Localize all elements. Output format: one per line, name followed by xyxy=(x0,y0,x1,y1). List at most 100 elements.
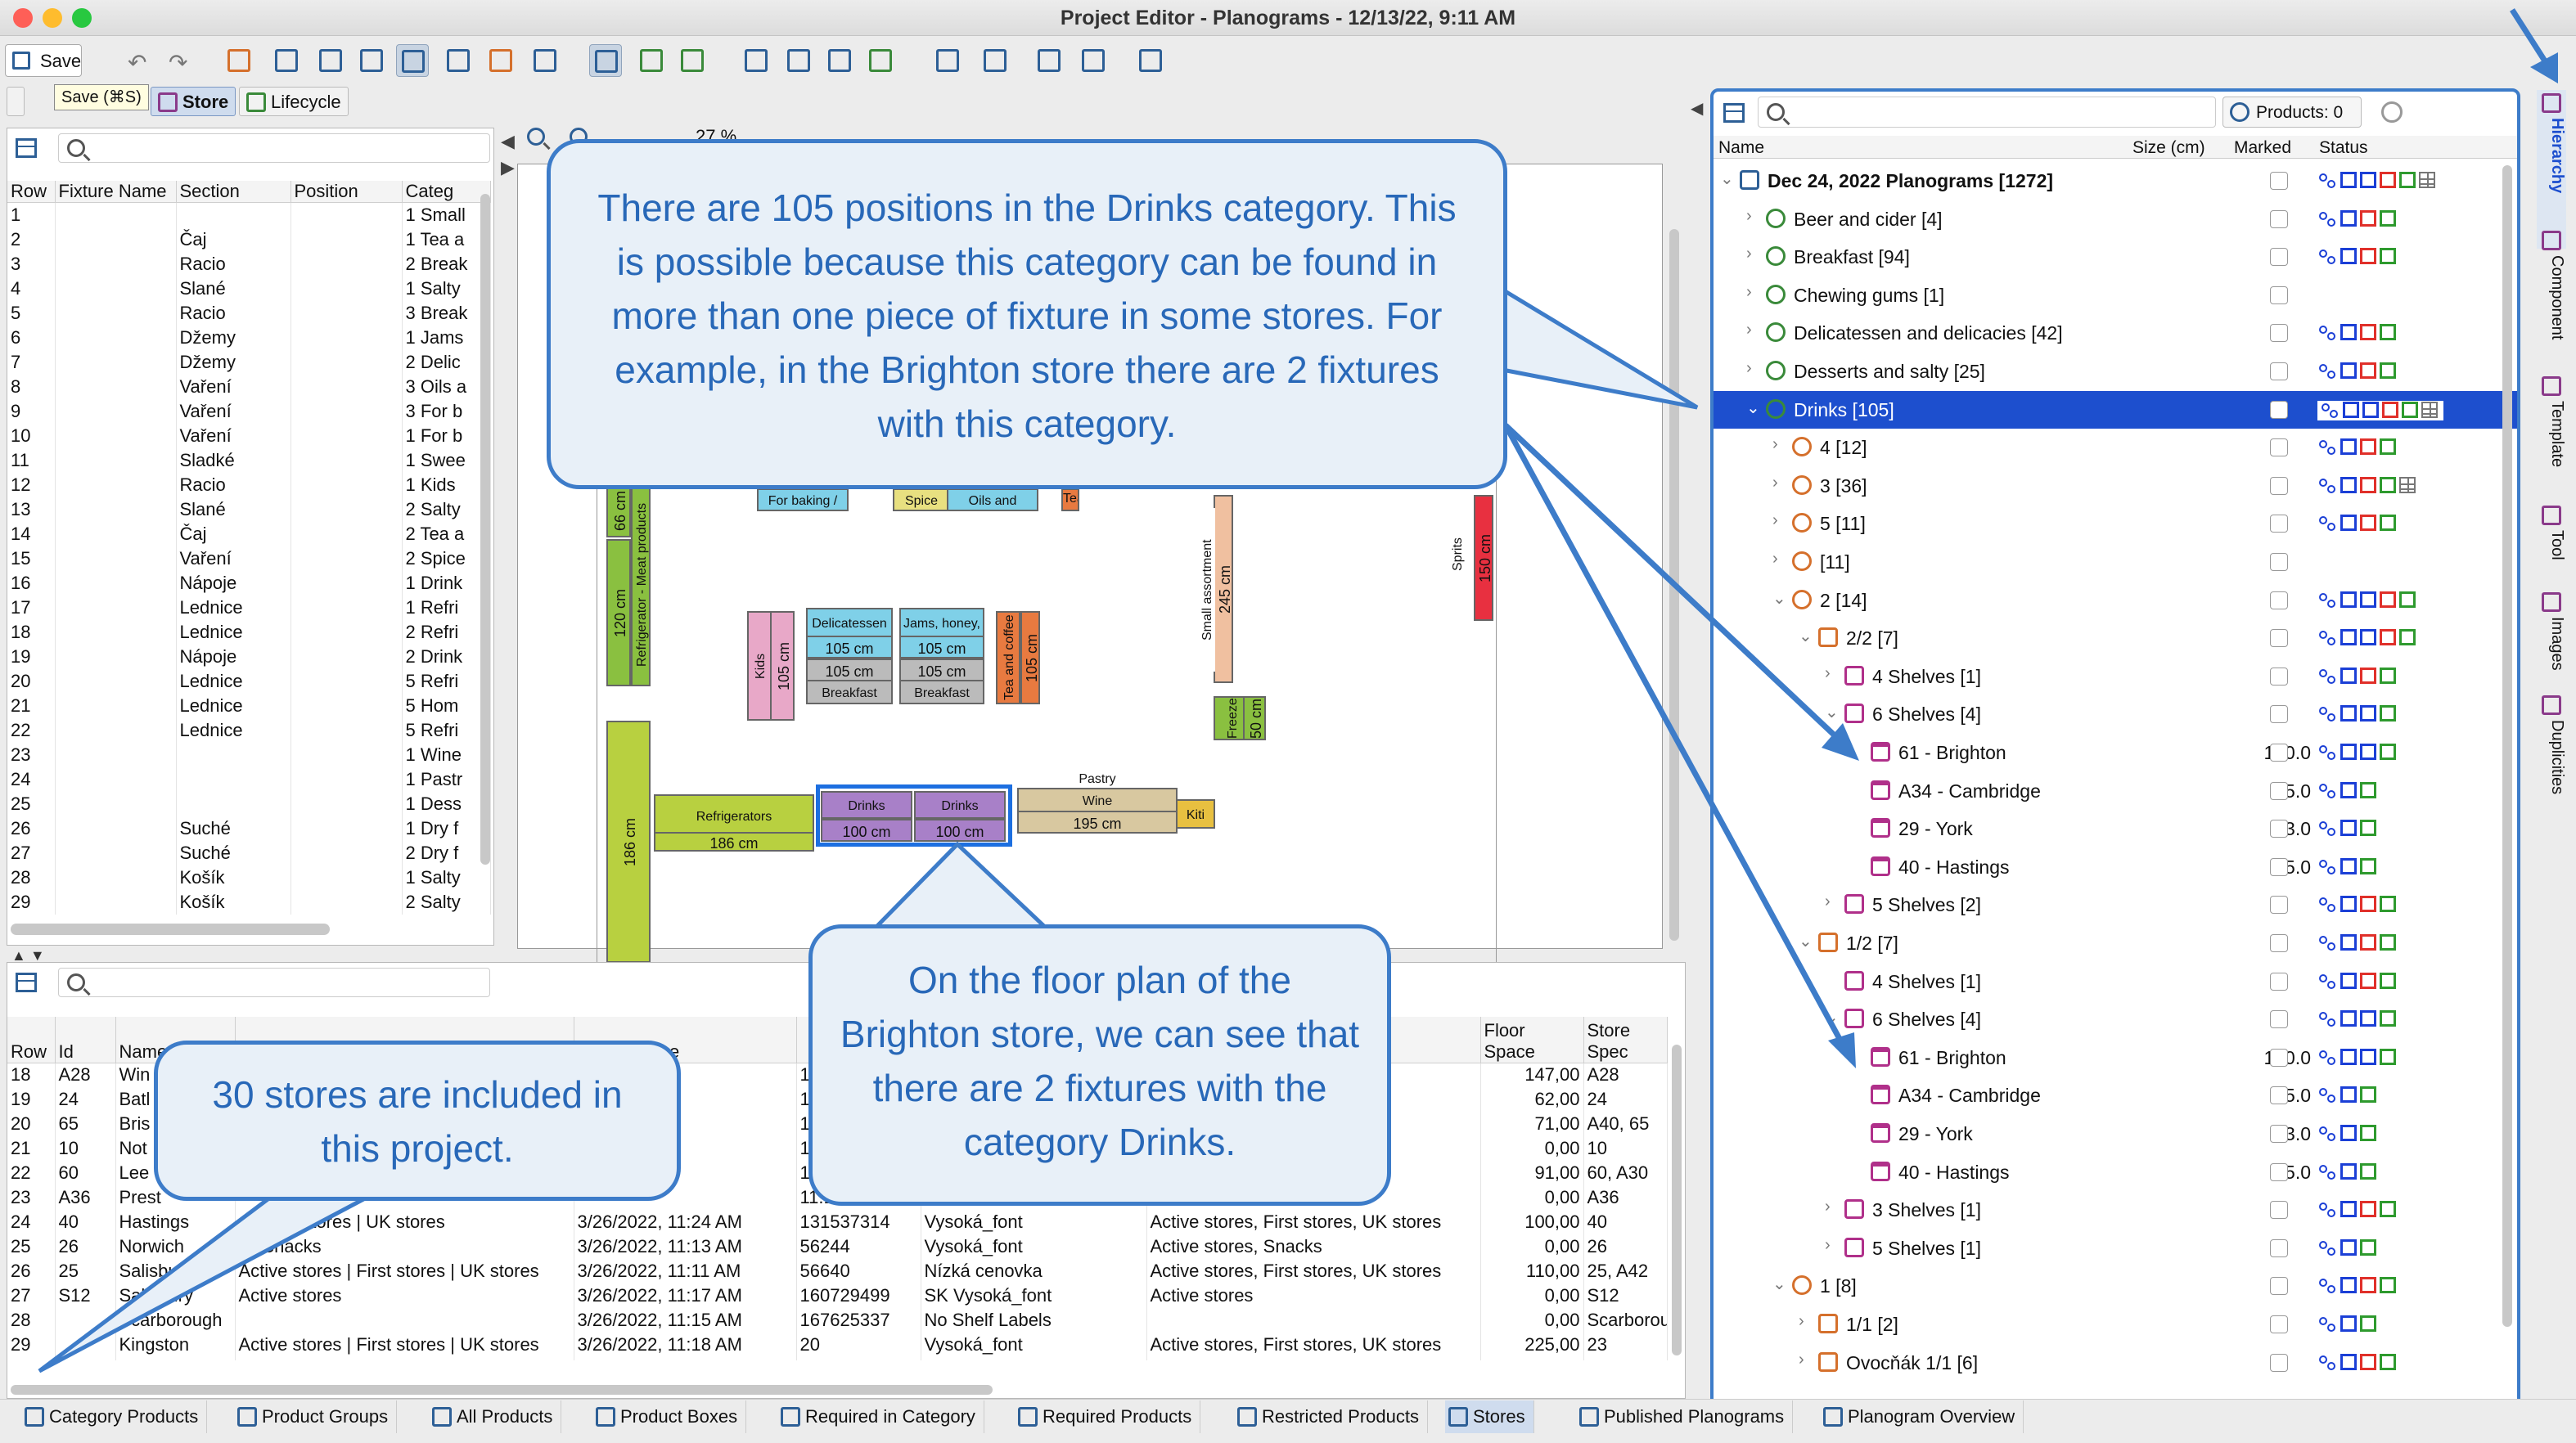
undo-button[interactable]: ↶ xyxy=(123,44,155,77)
marked-checkbox[interactable] xyxy=(2270,744,2288,762)
tree-row[interactable]: ›Desserts and salty [25] xyxy=(1714,353,2517,390)
xml-button[interactable] xyxy=(1033,44,1065,77)
expand-chevron-icon[interactable]: › xyxy=(1746,321,1752,339)
ruler-button[interactable] xyxy=(396,44,429,77)
tree-row[interactable]: ›Delicatessen and delicacies [42] xyxy=(1714,314,2517,352)
marked-checkbox[interactable] xyxy=(2270,248,2288,267)
tree-row[interactable]: ›4 [12] xyxy=(1714,429,2517,466)
zoom-in-icon[interactable] xyxy=(524,124,553,154)
marked-checkbox[interactable] xyxy=(2270,934,2288,952)
tree-row[interactable]: ⌄6 Shelves [4] xyxy=(1714,1000,2517,1038)
marked-checkbox[interactable] xyxy=(2270,438,2288,457)
tree-row[interactable]: ›3 [36] xyxy=(1714,467,2517,505)
collapse-chevron-icon[interactable]: ⌄ xyxy=(1825,704,1839,722)
fixture-tea[interactable]: Tea xyxy=(1061,488,1079,511)
marked-checkbox[interactable] xyxy=(2270,515,2288,533)
tree-row[interactable]: ›3 Shelves [1] xyxy=(1714,1191,2517,1229)
grid-button[interactable] xyxy=(442,44,475,77)
bottom-tab-restricted-products[interactable]: Restricted Products xyxy=(1234,1400,1428,1433)
chart-button[interactable] xyxy=(635,44,668,77)
bottom-tab-category-products[interactable]: Category Products xyxy=(21,1400,208,1433)
collapse-chevron-icon[interactable]: ⌄ xyxy=(1746,398,1760,417)
hierarchy-search-input[interactable] xyxy=(1758,97,2216,128)
vertical-scrollbar[interactable] xyxy=(1672,1045,1682,1355)
fixture-s105e[interactable]: 105 cm xyxy=(899,659,984,681)
column-header[interactable]: Categ xyxy=(402,181,491,203)
fixture-drinks1[interactable]: Drinks xyxy=(821,791,912,819)
vertical-scrollbar[interactable] xyxy=(2502,165,2512,1327)
column-header[interactable]: Position xyxy=(290,181,403,203)
table-row[interactable]: 3020LincolnActive stores | Snacks3/26/20… xyxy=(7,1357,1668,1360)
column-header[interactable]: Row xyxy=(7,181,56,203)
expand-icon[interactable]: ▶ xyxy=(501,157,515,178)
collapse-chevron-icon[interactable]: ⌄ xyxy=(1720,170,1734,188)
table-button[interactable] xyxy=(740,44,772,77)
collapse-chevron-icon[interactable]: ⌄ xyxy=(1799,933,1813,951)
fixture-s100b[interactable]: 100 cm xyxy=(914,819,1006,842)
marked-checkbox[interactable] xyxy=(2270,285,2288,304)
tree-row[interactable]: ›[11] xyxy=(1714,543,2517,581)
marked-checkbox[interactable] xyxy=(2270,1201,2288,1220)
table-view-icon[interactable] xyxy=(16,973,37,992)
fixture-s105b[interactable]: 105 cm xyxy=(806,636,893,659)
marked-checkbox[interactable] xyxy=(2270,857,2288,876)
outline-button[interactable] xyxy=(529,44,561,77)
expand-chevron-icon[interactable]: › xyxy=(1746,245,1752,263)
fixture-jams[interactable]: Jams, honey, sweet creams xyxy=(899,608,984,637)
pen-button[interactable] xyxy=(979,44,1011,77)
redo-button[interactable]: ↷ xyxy=(164,44,196,77)
fixture-oils[interactable]: Oils and vinegars xyxy=(947,488,1038,511)
svg-button[interactable] xyxy=(1077,44,1110,77)
bottom-tab-required-in-category[interactable]: Required in Category xyxy=(777,1400,984,1433)
marked-checkbox[interactable] xyxy=(2270,324,2288,343)
fixture-s186h[interactable]: 186 cm xyxy=(654,832,814,852)
fixture-kiosk[interactable]: Kiti Stand xyxy=(1176,799,1215,829)
marked-checkbox[interactable] xyxy=(2270,667,2288,686)
fixture-breakfast2[interactable]: Breakfast xyxy=(899,680,984,704)
side-tab-hierarchy[interactable]: Hierarchy xyxy=(2537,90,2566,249)
fixture-drinks2[interactable]: Drinks xyxy=(914,791,1006,819)
dimension-button[interactable] xyxy=(484,44,517,77)
stores-search-input[interactable] xyxy=(58,968,490,997)
marked-checkbox[interactable] xyxy=(2270,1238,2288,1257)
marked-checkbox[interactable] xyxy=(2270,172,2288,190)
expand-chevron-icon[interactable]: › xyxy=(1772,550,1778,568)
list-button[interactable] xyxy=(270,44,303,77)
marked-checkbox[interactable] xyxy=(2270,400,2288,419)
collapse-chevron-icon[interactable]: ⌄ xyxy=(1799,627,1813,646)
fixtures-search-input[interactable] xyxy=(58,133,490,163)
tree-row[interactable]: ›5 Shelves [1] xyxy=(1714,1229,2517,1267)
fixture-baking[interactable]: For baking / cooking xyxy=(757,488,849,511)
expand-chevron-icon[interactable]: › xyxy=(1746,282,1752,301)
tree-row[interactable]: ⌄2/2 [7] xyxy=(1714,619,2517,657)
fixture-wine[interactable]: Wine xyxy=(1017,788,1178,812)
side-tab-component[interactable]: Component xyxy=(2537,227,2566,386)
column-header[interactable]: Row xyxy=(7,1017,56,1063)
marked-checkbox[interactable] xyxy=(2270,781,2288,800)
tree-row[interactable]: ⌄Drinks [105] xyxy=(1714,390,2517,429)
expand-chevron-icon[interactable]: › xyxy=(1825,663,1831,682)
expand-chevron-icon[interactable]: › xyxy=(1799,1350,1804,1369)
marked-checkbox[interactable] xyxy=(2270,1086,2288,1105)
arrange-button[interactable] xyxy=(1134,44,1167,77)
expand-chevron-icon[interactable]: › xyxy=(1746,206,1752,225)
